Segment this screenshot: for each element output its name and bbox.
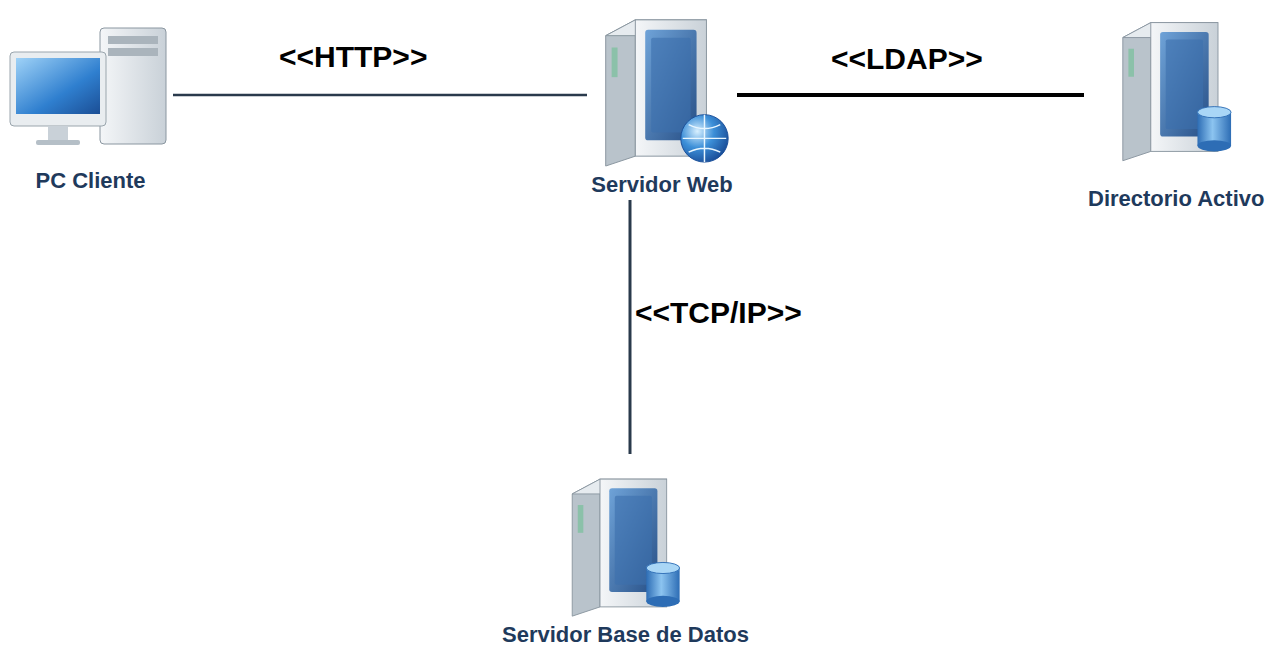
node-label: Servidor Web [587,172,736,198]
node-label: PC Cliente [31,168,149,194]
connector-line [737,93,1084,97]
connector-line [173,94,587,97]
client-node: PC Cliente [8,22,173,194]
node-label: Servidor Base de Datos [498,622,753,648]
server-icon [555,468,695,618]
computer-icon [8,22,173,150]
protocol-label: <<LDAP>> [828,42,986,76]
web-server-node: Servidor Web [587,8,737,198]
database-server-node: Directorio Activo [1084,8,1268,212]
server-icon [1106,8,1246,166]
server-icon [587,8,737,168]
protocol-label: <<TCP/IP>> [632,296,805,330]
database-server-node: Servidor Base de Datos [498,468,753,648]
node-label: Directorio Activo [1084,186,1268,212]
protocol-label: <<HTTP>> [276,40,430,74]
